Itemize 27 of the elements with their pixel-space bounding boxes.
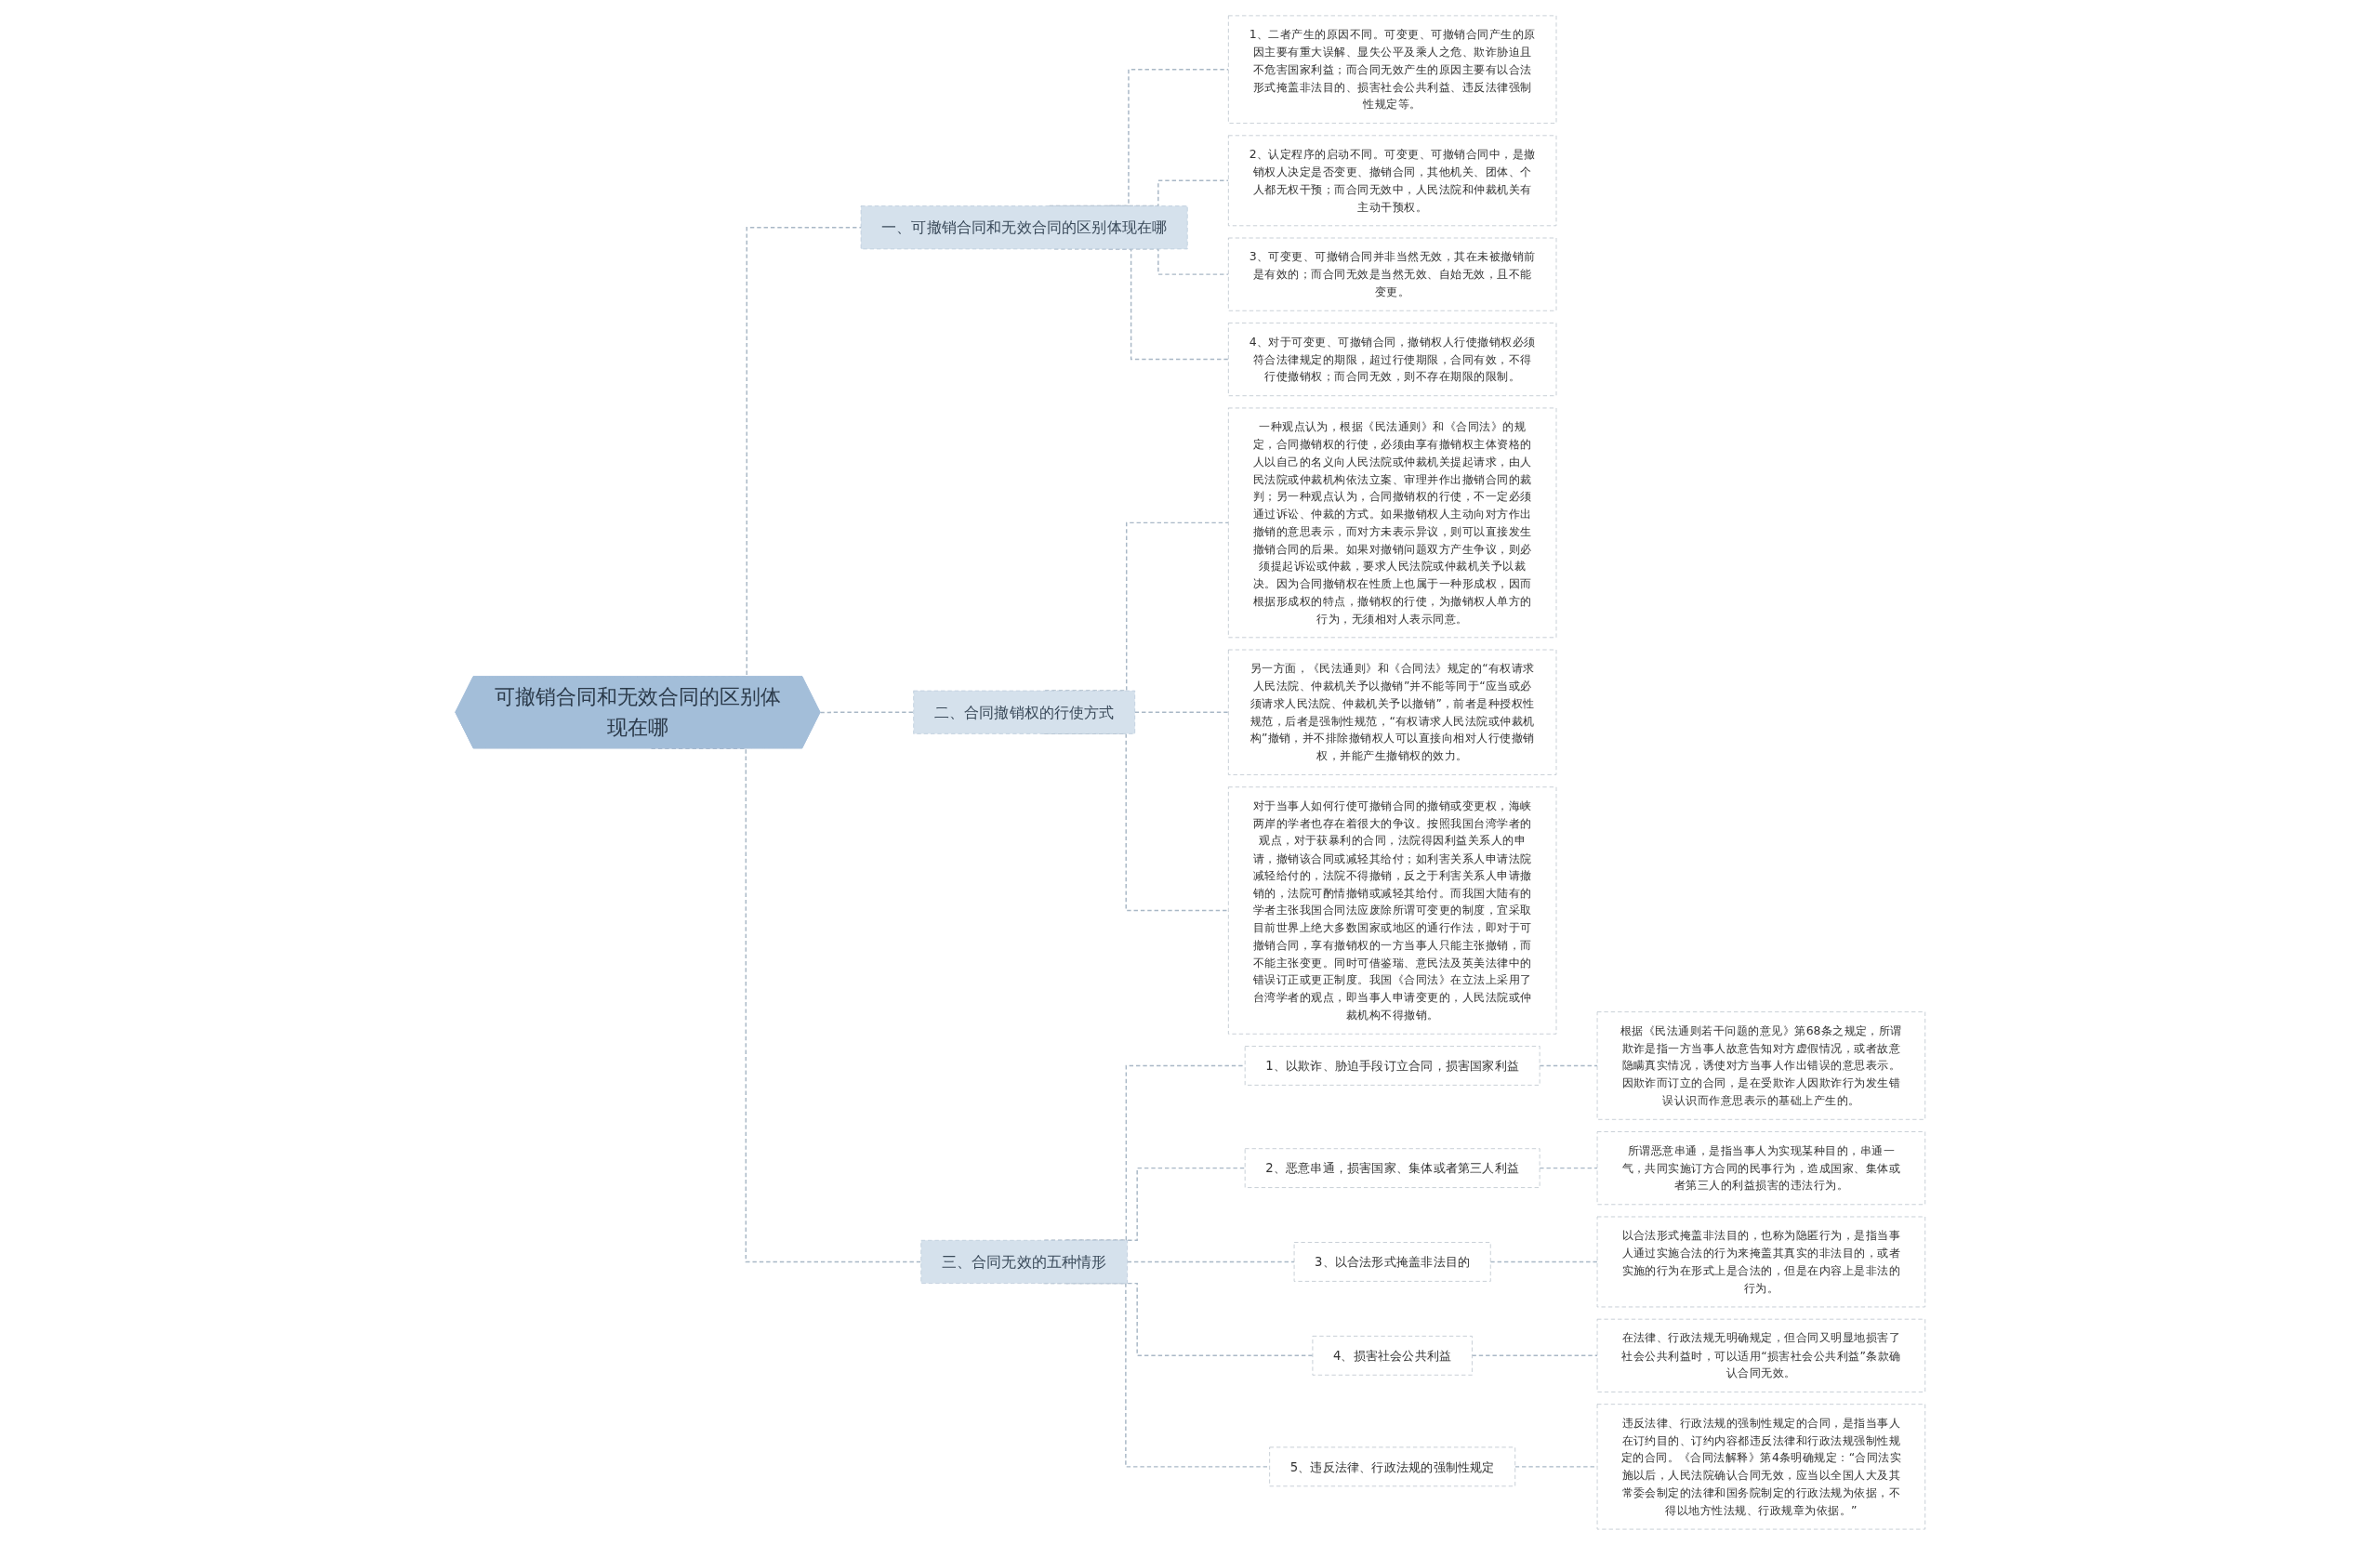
connector xyxy=(819,711,915,713)
node-box: 1、二者产生的原因不同。可变更、可撤销合同产生的原因主要有重大误解、显失公平及乘人之危、欺诈胁迫且不危害国家利益；而合同无效产生的原因主要有以合法形式掩盖非法目的、损害社会公共利益、违反法律强制性规定等。 xyxy=(1227,15,1557,124)
connector xyxy=(1539,1064,1598,1066)
node-box: 对于当事人如何行使可撤销合同的撤销或变更权，海峡两岸的学者也存在着很大的争议。按照我国台湾学者的观点，对于获暴利的合同，法院得因利益关系人的申请，撤销该合同或减轻其给付；如利害关系人申请法院减轻给付的，法院不得撤销，反之于利害关系人申请撤销的，法院可酌情撤销或减轻其给付。而我国大陆有的学者主张我国合同法应废除所谓可变更的制度，宜采取目前世界上绝大多数国家或地区的通行作法，即对于可撤销合同，享有撤销权的一方当事人只能主张撤销，而不能主张变更。同时可借鉴瑞、意民法及英美法律中的错误订正或更正制度。我国《合同法》在立法上采用了台湾学者的观点，即当事人申请变更的，人民法院或仲裁机构不得撤销。 xyxy=(1227,785,1557,1035)
node-box: 以合法形式掩盖非法目的，也称为隐匿行为，是指当事人通过实施合法的行为来掩盖其真实的非法目的，或者实施的行为在形式上是合法的，但是在内容上是非法的行为。 xyxy=(1596,1216,1925,1307)
node-box: 3、可变更、可撤销合同并非当然无效，其在未被撤销前是有效的；而合同无效是当然无效、自始无效，且不能变更。 xyxy=(1227,237,1557,311)
node-box: 4、对于可变更、可撤销合同，撤销权人行使撤销权必须符合法律规定的期限，超过行使期限，合同有效，不得行使撤销权；而合同无效，则不存在期限的限制。 xyxy=(1227,322,1557,396)
node-box: 1、以欺诈、胁迫手段订立合同，损害国家利益 xyxy=(1244,1045,1540,1086)
node-box: 违反法律、行政法规的强制性规定的合同，是指当事人在订约目的、订约内容都违反法律和行政法规强制性规定的合同。《合同法解释》第4条明确规定：“合同法实施以后，人民法院确认合同无效，应当以全国人大及其常委会制定的法律和国务院制定的行政法规为依据，不得以地方性法规、行政规章为依据。” xyxy=(1596,1403,1925,1529)
node-box: 3、以合法形式掩盖非法目的 xyxy=(1293,1241,1491,1282)
node-box: 根据《民法通则若干问题的意见》第68条之规定，所谓欺诈是指一方当事人故意告知对方虚假情况，或者故意隐瞒真实情况，诱使对方当事人作出错误的意思表示。因欺诈而订立的合同，是在受欺诈人因欺诈行为发生错误认识而作意思表示的基础上产生的。 xyxy=(1596,1010,1925,1120)
node-box: 二、合同撤销权的行使方式 xyxy=(913,690,1135,734)
node-box: 2、恶意串通，损害国家、集体或者第三人利益 xyxy=(1244,1147,1540,1188)
node-box: 所谓恶意串通，是指当事人为实现某种目的，串通一气，共同实施订方合同的民事行为，造成国家、集体或者第三人的利益损害的违法行为。 xyxy=(1596,1130,1925,1205)
connector xyxy=(1126,1260,1295,1262)
node-box: 在法律、行政法规无明确规定，但合同又明显地损害了社会公共利益时，可以适用“损害社会公共利益”条款确认合同无效。 xyxy=(1596,1318,1925,1392)
connector xyxy=(1133,711,1229,713)
node-box: 5、违反法律、行政法规的强制性规定 xyxy=(1268,1446,1515,1486)
node-box: 2、认定程序的启动不同。可变更、可撤销合同中，是撤销权人决定是否变更、撤销合同，其他机关、团体、个人都无权干预；而合同无效中，人民法院和仲裁机关有主动干预权。 xyxy=(1227,134,1557,226)
node-box: 一种观点认为，根据《民法通则》和《合同法》的规定，合同撤销权的行使，必须由享有撤销权主体资格的人以自己的名义向人民法院或仲裁机关提起请求，由人民法院或仲裁机构依法立案、审理并作出撤销合同的裁判；另一种观点认为，合同撤销权的行使，不一定必须通过诉讼、仲裁的方式。如果撤销权人主动向对方作出撤销的意思表示，而对方未表示异议，则可以直接发生撤销合同的后果。如果对撤销问题双方产生争议，则必须提起诉讼或仲裁，要求人民法院或仲裁机关予以裁决。因为合同撤销权在性质上也属于一种形成权，因而根据形成权的特点，撤销权的行使，为撤销权人单方的行为，无须相对人表示同意。 xyxy=(1227,407,1557,638)
connector xyxy=(1471,1354,1598,1356)
connector xyxy=(1489,1260,1598,1262)
node-box: 三、合同无效的五种情形 xyxy=(920,1239,1128,1284)
node-box: 一、可撤销合同和无效合同的区别体现在哪 xyxy=(860,205,1188,249)
connector xyxy=(1539,1167,1598,1168)
node-box: 另一方面，《民法通则》和《合同法》规定的“有权请求人民法院、仲裁机关予以撤销”并不能等同于“应当或必须请求人民法院、仲裁机关予以撤销”，前者是种授权性规范，后者是强制性规范，“有权请求人民法院或仲裁机构”撤销，并不排除撤销权人可以直接向相对人行使撤销权，并能产生撤销权的效力。 xyxy=(1227,649,1557,775)
node-box: 4、损害社会公共利益 xyxy=(1312,1335,1473,1376)
